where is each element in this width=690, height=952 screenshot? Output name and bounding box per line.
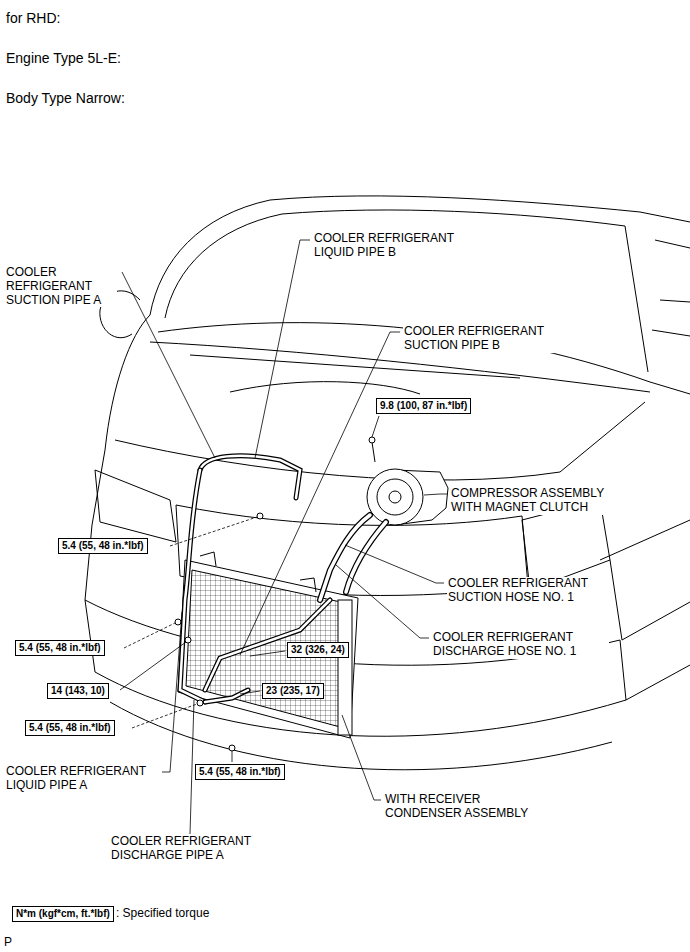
leader-line — [342, 715, 381, 800]
leader-line — [170, 517, 257, 546]
van-body — [600, 520, 690, 700]
leader-line — [240, 691, 260, 694]
torque-box: 5.4 (55, 48 in.*lbf) — [58, 538, 148, 554]
part-name: WITH RECEIVER CONDENSER ASSEMBLY — [384, 793, 546, 821]
torque-value: 9.8 (100, 87 in.*lbf) — [380, 400, 467, 412]
torque-box: 5.4 (55, 48 in.*lbf) — [195, 764, 285, 780]
bolt — [197, 700, 203, 706]
part-name: COOLER REFRIGERANT SUCTION HOSE NO. 1 — [447, 577, 609, 605]
spec-heading: Body Type Narrow: — [5, 90, 126, 106]
van-body — [150, 342, 650, 392]
compressor — [372, 442, 375, 462]
spec-heading: Engine Type 5L-E: — [5, 50, 122, 66]
torque-box: 14 (143, 10) — [47, 683, 109, 699]
spec-heading: for RHD: — [5, 10, 61, 26]
leader-line — [336, 565, 429, 638]
leader-line — [240, 332, 400, 655]
refrigerant-pipe — [180, 470, 205, 702]
torque-legend-box: N*m (kgf*cm, ft.*lbf) — [12, 906, 114, 922]
condenser — [178, 552, 358, 738]
leader-line — [372, 416, 379, 437]
refrigerant-pipe — [200, 456, 300, 498]
condenser — [178, 560, 358, 738]
compressor — [377, 479, 413, 515]
torque-value: N*m (kgf*cm, ft.*lbf) — [16, 908, 110, 920]
leader-line — [120, 642, 186, 690]
leader-line — [232, 751, 233, 762]
part-name: COOLER REFRIGERANT LIQUID PIPE B — [313, 232, 475, 260]
bolt — [229, 745, 235, 751]
torque-box: 23 (235, 17) — [262, 683, 324, 699]
torque-value: 23 (235, 17) — [266, 685, 320, 697]
torque-box: 32 (326, 24) — [287, 642, 349, 658]
compressor — [367, 442, 448, 525]
part-name: COOLER REFRIGERANT DISCHARGE PIPE A — [110, 835, 272, 863]
part-name: COOLER REFRIGERANT LIQUID PIPE A — [5, 765, 157, 793]
bolt — [369, 437, 375, 443]
leader-line — [190, 700, 194, 834]
figure-code: P — [3, 936, 13, 950]
condenser — [200, 552, 316, 592]
leader-line — [124, 623, 175, 648]
torque-value: 5.4 (55, 48 in.*lbf) — [29, 722, 111, 734]
van-body — [652, 240, 690, 336]
part-name: COOLER REFRIGERANT SUCTION PIPE B — [403, 325, 565, 353]
leader-line — [255, 240, 310, 458]
torque-value: 14 (143, 10) — [51, 685, 105, 697]
van-body — [158, 323, 690, 394]
part-name: COOLER REFRIGERANT SUCTION PIPE A — [5, 266, 117, 307]
torque-value: 32 (326, 24) — [291, 644, 345, 656]
leader-line — [122, 272, 215, 458]
legend-text: : Specified torque — [115, 907, 210, 921]
torque-box: 5.4 (55, 48 in.*lbf) — [25, 720, 115, 736]
leader-line — [424, 494, 447, 495]
van-body — [85, 315, 150, 600]
refrigerant-pipe — [180, 470, 205, 702]
leader-line — [345, 545, 444, 583]
bolt — [175, 437, 375, 751]
part-name: COOLER REFRIGERANT DISCHARGE HOSE NO. 1 — [432, 631, 609, 659]
torque-box: 9.8 (100, 87 in.*lbf) — [376, 398, 471, 414]
compressor — [367, 469, 423, 525]
torque-value: 5.4 (55, 48 in.*lbf) — [62, 540, 144, 552]
leader-line — [250, 651, 285, 656]
leader-line — [162, 612, 182, 772]
condenser — [338, 600, 352, 735]
van-body — [610, 560, 622, 640]
refrigerant-pipe — [346, 522, 386, 592]
leader-line — [132, 704, 197, 728]
bolt — [257, 513, 263, 519]
van-body — [190, 355, 520, 378]
van-body — [95, 470, 176, 542]
refrigerant-pipe — [346, 522, 386, 592]
torque-box: 5.4 (55, 48 in.*lbf) — [15, 640, 105, 656]
refrigerant-pipe — [200, 456, 300, 498]
condenser — [186, 570, 350, 728]
van-body — [230, 382, 420, 394]
part-name: COMPRESSOR ASSEMBLY WITH MAGNET CLUTCH — [450, 487, 627, 515]
van-body — [150, 196, 690, 315]
compressor — [389, 491, 401, 503]
refrigerant-pipe — [180, 456, 386, 702]
torque-value: 5.4 (55, 48 in.*lbf) — [199, 766, 281, 778]
van-body — [85, 196, 690, 770]
refrigerant-pipe — [205, 690, 248, 702]
leader-line — [120, 240, 447, 834]
torque-value: 5.4 (55, 48 in.*lbf) — [19, 642, 101, 654]
refrigerant-pipe — [205, 690, 248, 702]
bolt — [175, 619, 181, 625]
van-body — [110, 702, 612, 770]
